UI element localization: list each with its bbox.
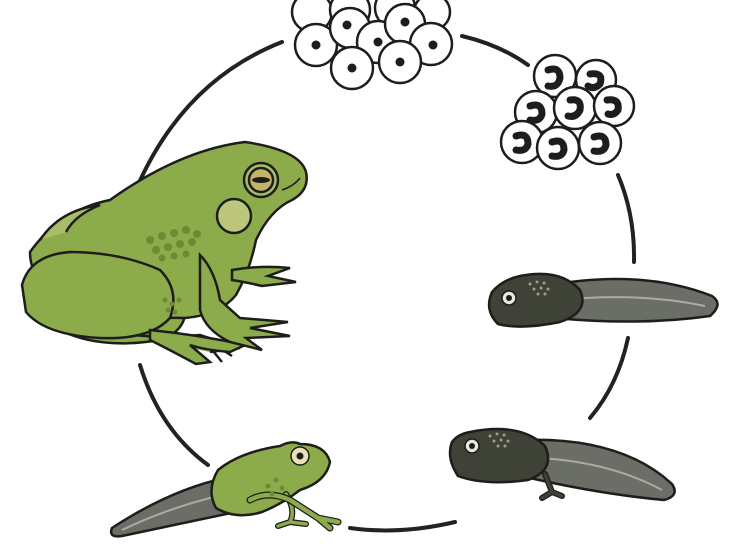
adult-frog-icon [22, 142, 307, 364]
tadpole-with-legs-icon [450, 429, 675, 500]
arc-legs-to-froglet [350, 522, 455, 530]
frog-embryo-eggs-icon [501, 55, 634, 169]
arc-froglet-to-frog [140, 365, 208, 465]
tadpole-icon [489, 274, 717, 327]
arc-eggs-to-embryos [462, 36, 528, 65]
arc-tadpole-to-legs [590, 338, 628, 418]
arc-embryos-to-tadpole [618, 175, 634, 262]
frog-eggs-icon [292, 0, 452, 89]
froglet-icon [111, 442, 338, 536]
